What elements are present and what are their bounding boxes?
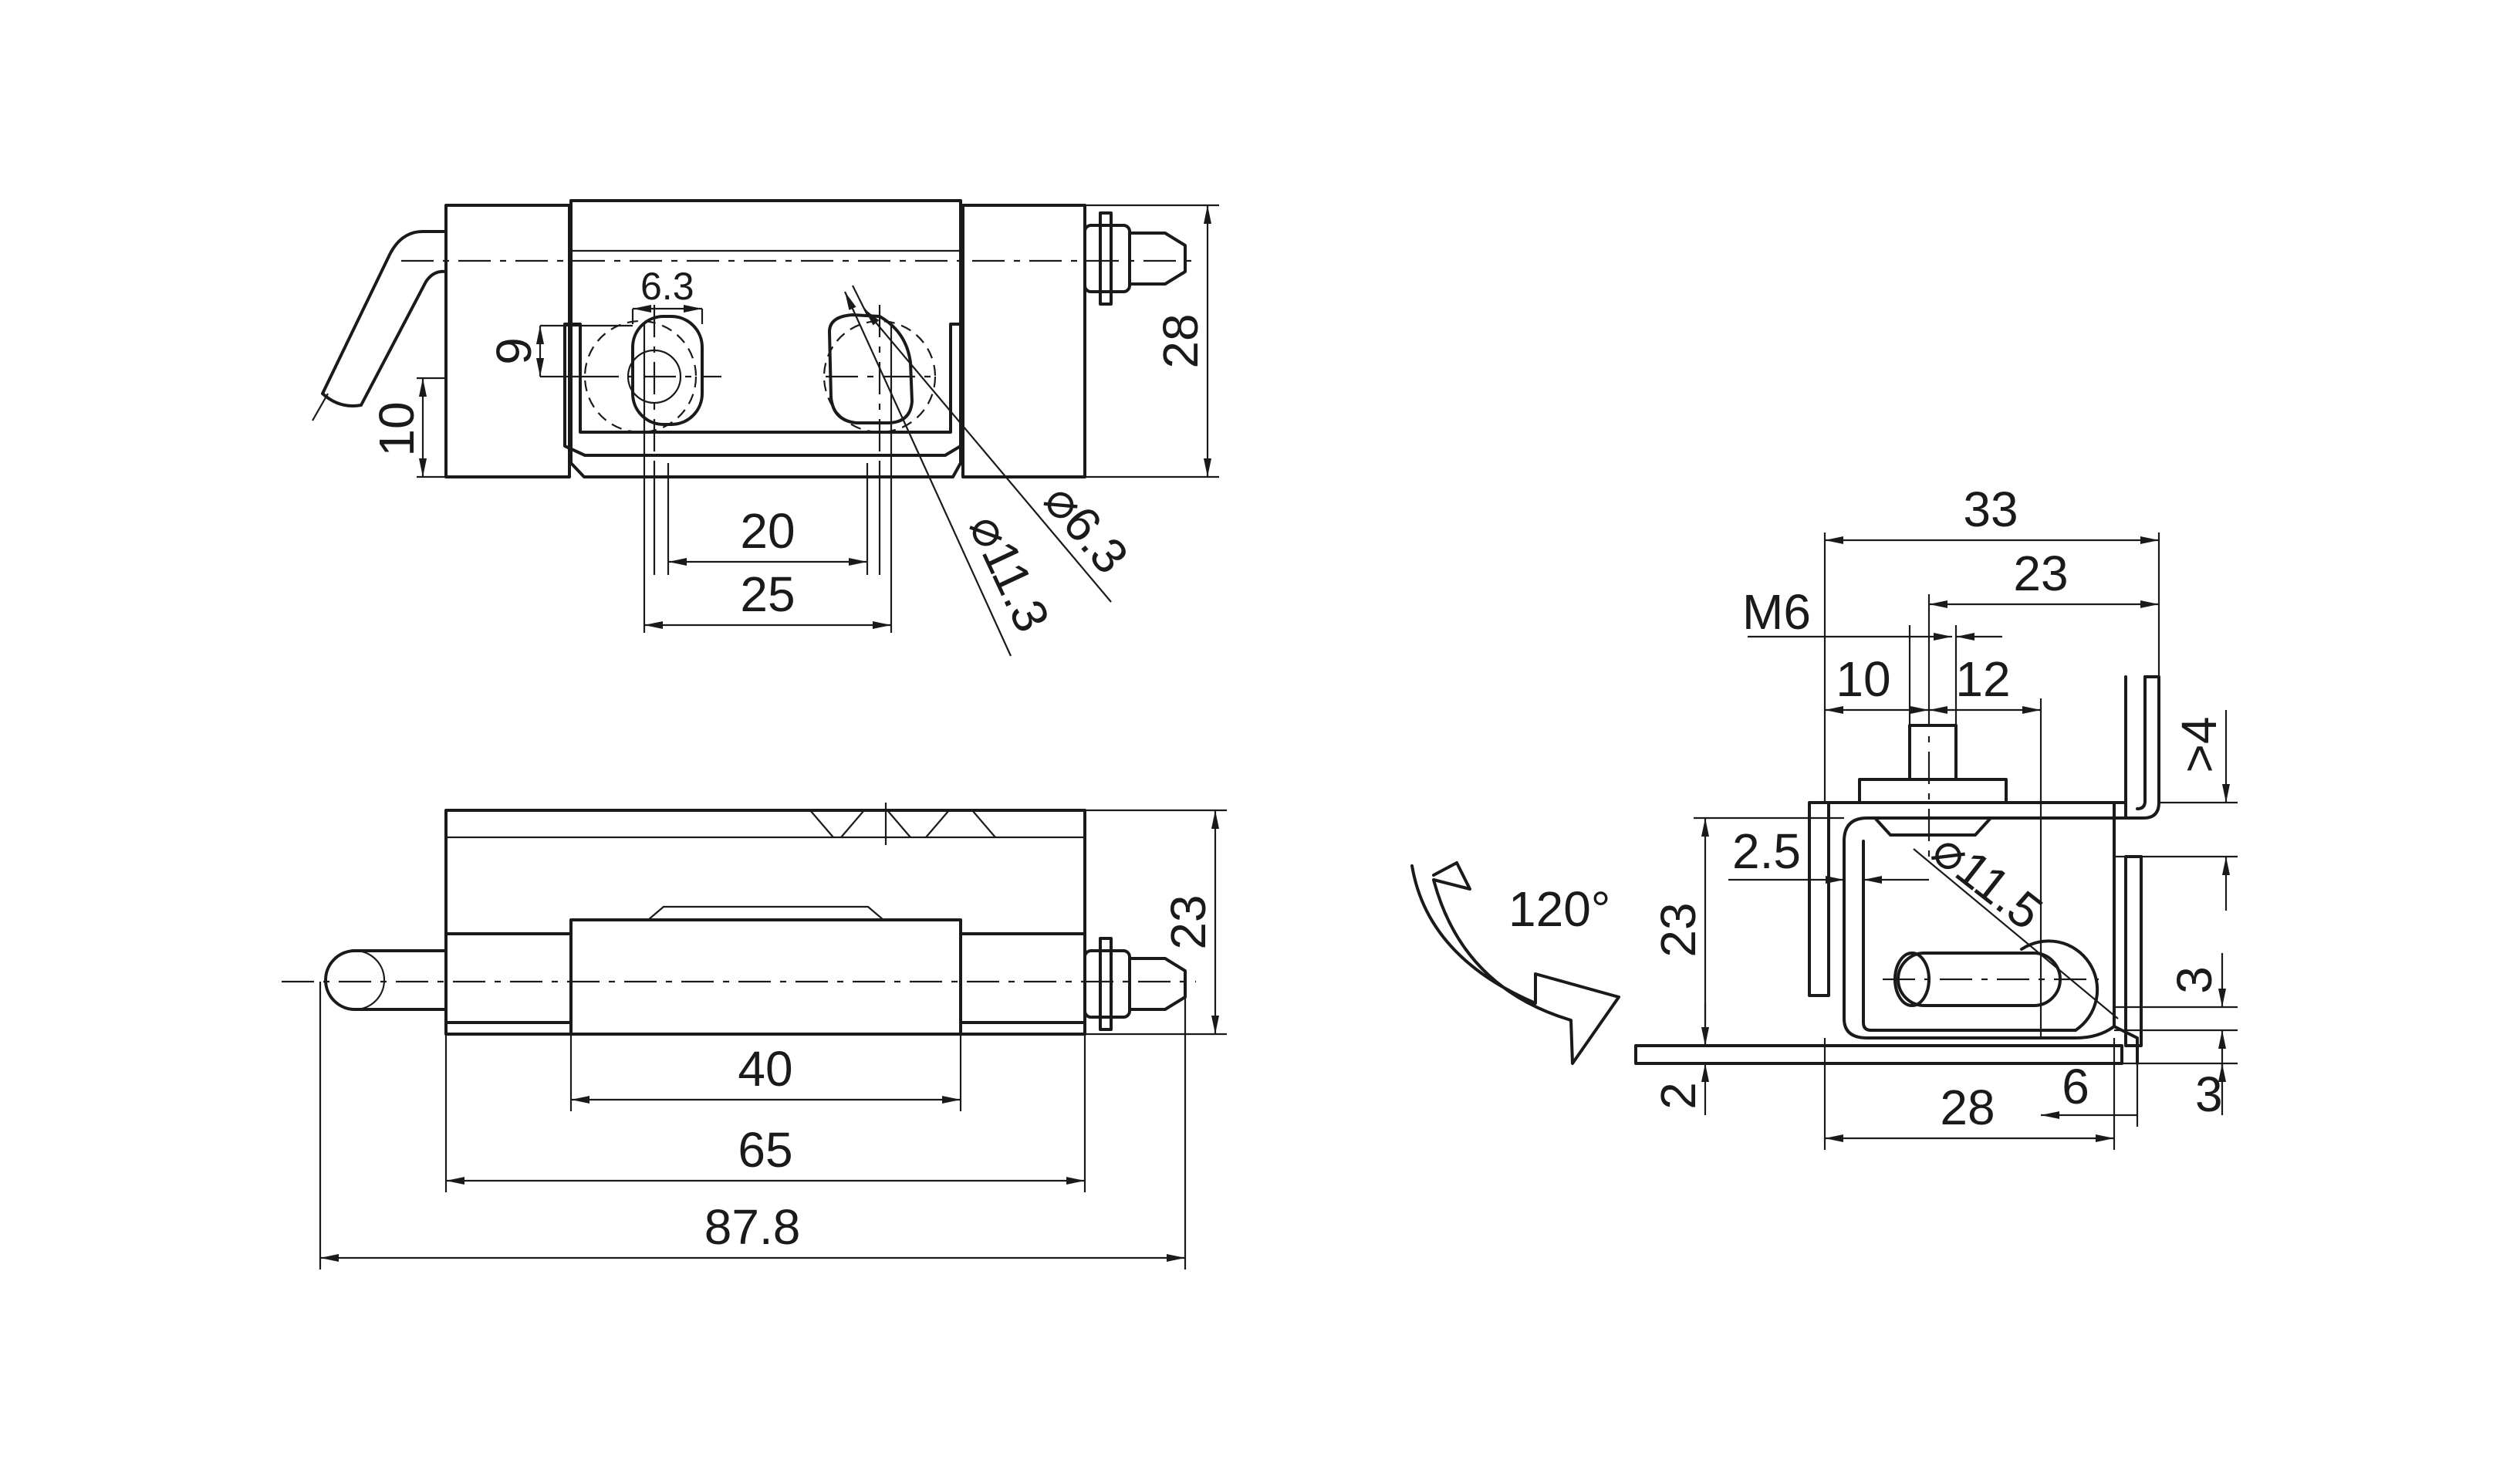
dim-body-length: 65: [738, 1122, 792, 1178]
rotation-arrow: [1410, 861, 1620, 1065]
dim-front-height: 23: [1160, 894, 1216, 949]
top-pin-right: [1083, 224, 1131, 293]
side-bracket: [1843, 675, 2160, 1040]
dim-side-height: 23: [1650, 902, 1706, 957]
dim-base-thickness: 2: [1650, 1082, 1706, 1110]
top-bent-pin: [321, 230, 448, 407]
front-pin-left: [324, 949, 448, 1011]
top-pin-collar: [1099, 211, 1113, 306]
side-base-plate: [1634, 1044, 2123, 1065]
top-counterbore-right: [823, 319, 937, 434]
dim-barrel-length: 40: [738, 1041, 792, 1097]
top-leaf-plate: [569, 199, 962, 478]
top-right-knuckle: [961, 204, 1086, 478]
side-eye: [2020, 939, 2099, 1032]
dim-spacing-left: 10: [1836, 651, 1890, 707]
dim-eye-diameter: ⌀11.5: [1922, 821, 2052, 940]
top-recess: [563, 323, 962, 457]
dim-lip: 6: [2062, 1059, 2089, 1114]
dim-overall-height: 28: [1153, 313, 1208, 368]
side-view: 120° 33 23 M6: [1410, 482, 2238, 1150]
dim-mount-offset: 23: [2013, 546, 2068, 601]
side-nut: [1858, 778, 2008, 804]
dim-clearance: >4: [2171, 717, 2227, 773]
front-barrel: [569, 918, 962, 1036]
top-view: 6.3 9 10 28 20 25 ⌀11.3 ⌀6.3: [312, 199, 1219, 657]
dim-slot-span: 25: [740, 566, 795, 622]
top-pin-tip: [1128, 232, 1187, 286]
dim-pin-height: 10: [369, 401, 424, 456]
rotation-angle: 120°: [1508, 881, 1610, 937]
top-slot-left: [631, 315, 704, 426]
dim-overall-length: 87.8: [704, 1199, 801, 1255]
top-counterbore-left: [583, 319, 698, 434]
front-view: 23 40 65 87.8: [282, 803, 1227, 1269]
dim-slot-width: 6.3: [640, 265, 694, 308]
dim-edge-offset: 2.5: [1732, 823, 1801, 879]
dim-thickness-lower: 3: [2195, 1067, 2223, 1122]
dim-slot-offset: 9: [486, 337, 542, 365]
dim-slot-pitch: 20: [740, 503, 795, 559]
dim-thickness-upper: 3: [2167, 966, 2222, 994]
dim-spacing-right: 12: [1955, 651, 2010, 707]
dim-base-width: 28: [1940, 1080, 1995, 1135]
dim-thread: M6: [1742, 584, 1811, 640]
top-slot-right: [828, 313, 914, 424]
dim-side-width: 33: [1963, 482, 2018, 537]
